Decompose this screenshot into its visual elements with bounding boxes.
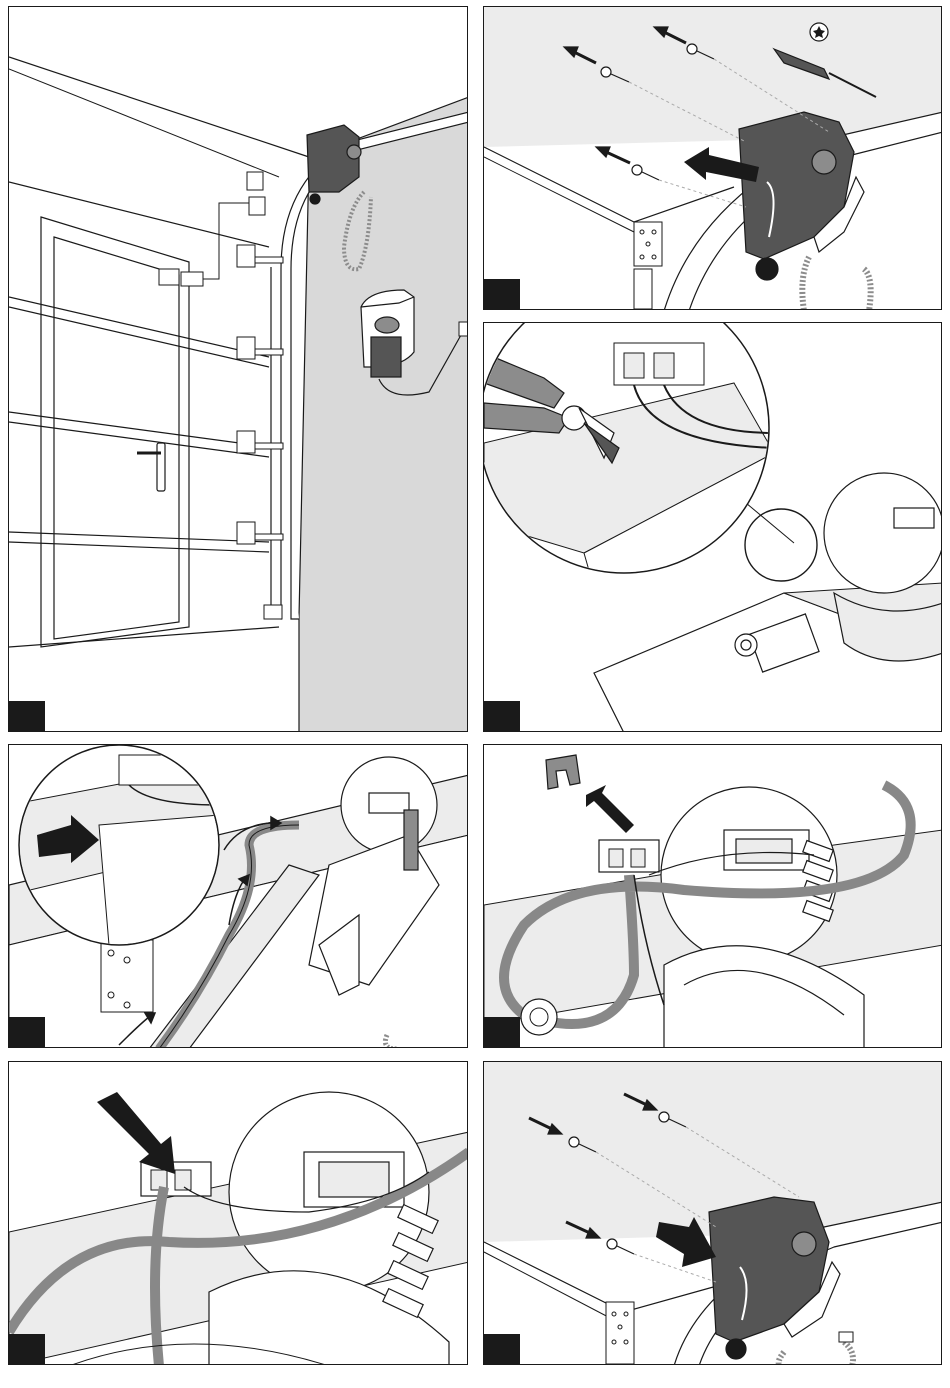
- ceiling-edge: [9, 57, 309, 157]
- door-edge: [484, 157, 634, 232]
- door-bracket: [101, 940, 153, 1012]
- step-number-box: [484, 1017, 520, 1047]
- screw-icon: [632, 165, 659, 180]
- ceiling: [484, 7, 942, 147]
- panel-remove-cover-screws: [483, 6, 942, 310]
- door-bracket: [606, 1302, 634, 1364]
- step-number-box: [9, 1017, 45, 1047]
- removed-clip: [546, 755, 580, 789]
- step-number-box: [484, 279, 520, 309]
- spiral-cable: [802, 257, 809, 310]
- clip-removal-arrow-icon: [586, 785, 634, 833]
- spiral-cable: [779, 1352, 784, 1365]
- panel-route-cable: [8, 744, 468, 1048]
- motor-assembly: [209, 1092, 449, 1365]
- operator-housing: [709, 1197, 840, 1359]
- wall-socket: [459, 322, 468, 336]
- screw-icon: [607, 1239, 634, 1254]
- step-number-box: [484, 701, 520, 731]
- panel-cut-cable-tie: [483, 322, 942, 732]
- detail-marker-circle: [745, 509, 817, 581]
- insert-cable-illustration: [9, 1062, 468, 1365]
- remove-cover-illustration: [484, 7, 942, 310]
- step-number-box: [9, 1334, 45, 1364]
- ceiling-edge-inner: [9, 69, 279, 177]
- operator-housing: [739, 112, 864, 280]
- step-number-box: [9, 701, 45, 731]
- door-bracket: [634, 222, 662, 309]
- remove-clip-illustration: [484, 745, 942, 1048]
- panel-insert-cable: [8, 1061, 468, 1365]
- insert-direction-arrow-icon: [97, 1092, 175, 1174]
- panel-garage-overview: [8, 6, 468, 732]
- arrow-icon: [596, 147, 630, 163]
- garage-overview-illustration: [9, 7, 468, 732]
- step-number-box: [484, 1334, 520, 1364]
- route-cable-illustration: [9, 745, 468, 1048]
- cut-cable-tie-illustration: [484, 323, 942, 732]
- wicket-door-sensor: [159, 203, 249, 286]
- cable-clip-holder: [599, 840, 659, 872]
- panel-remove-clip: [483, 744, 942, 1048]
- panel-refit-cover: [483, 1061, 942, 1365]
- refit-cover-illustration: [484, 1062, 942, 1365]
